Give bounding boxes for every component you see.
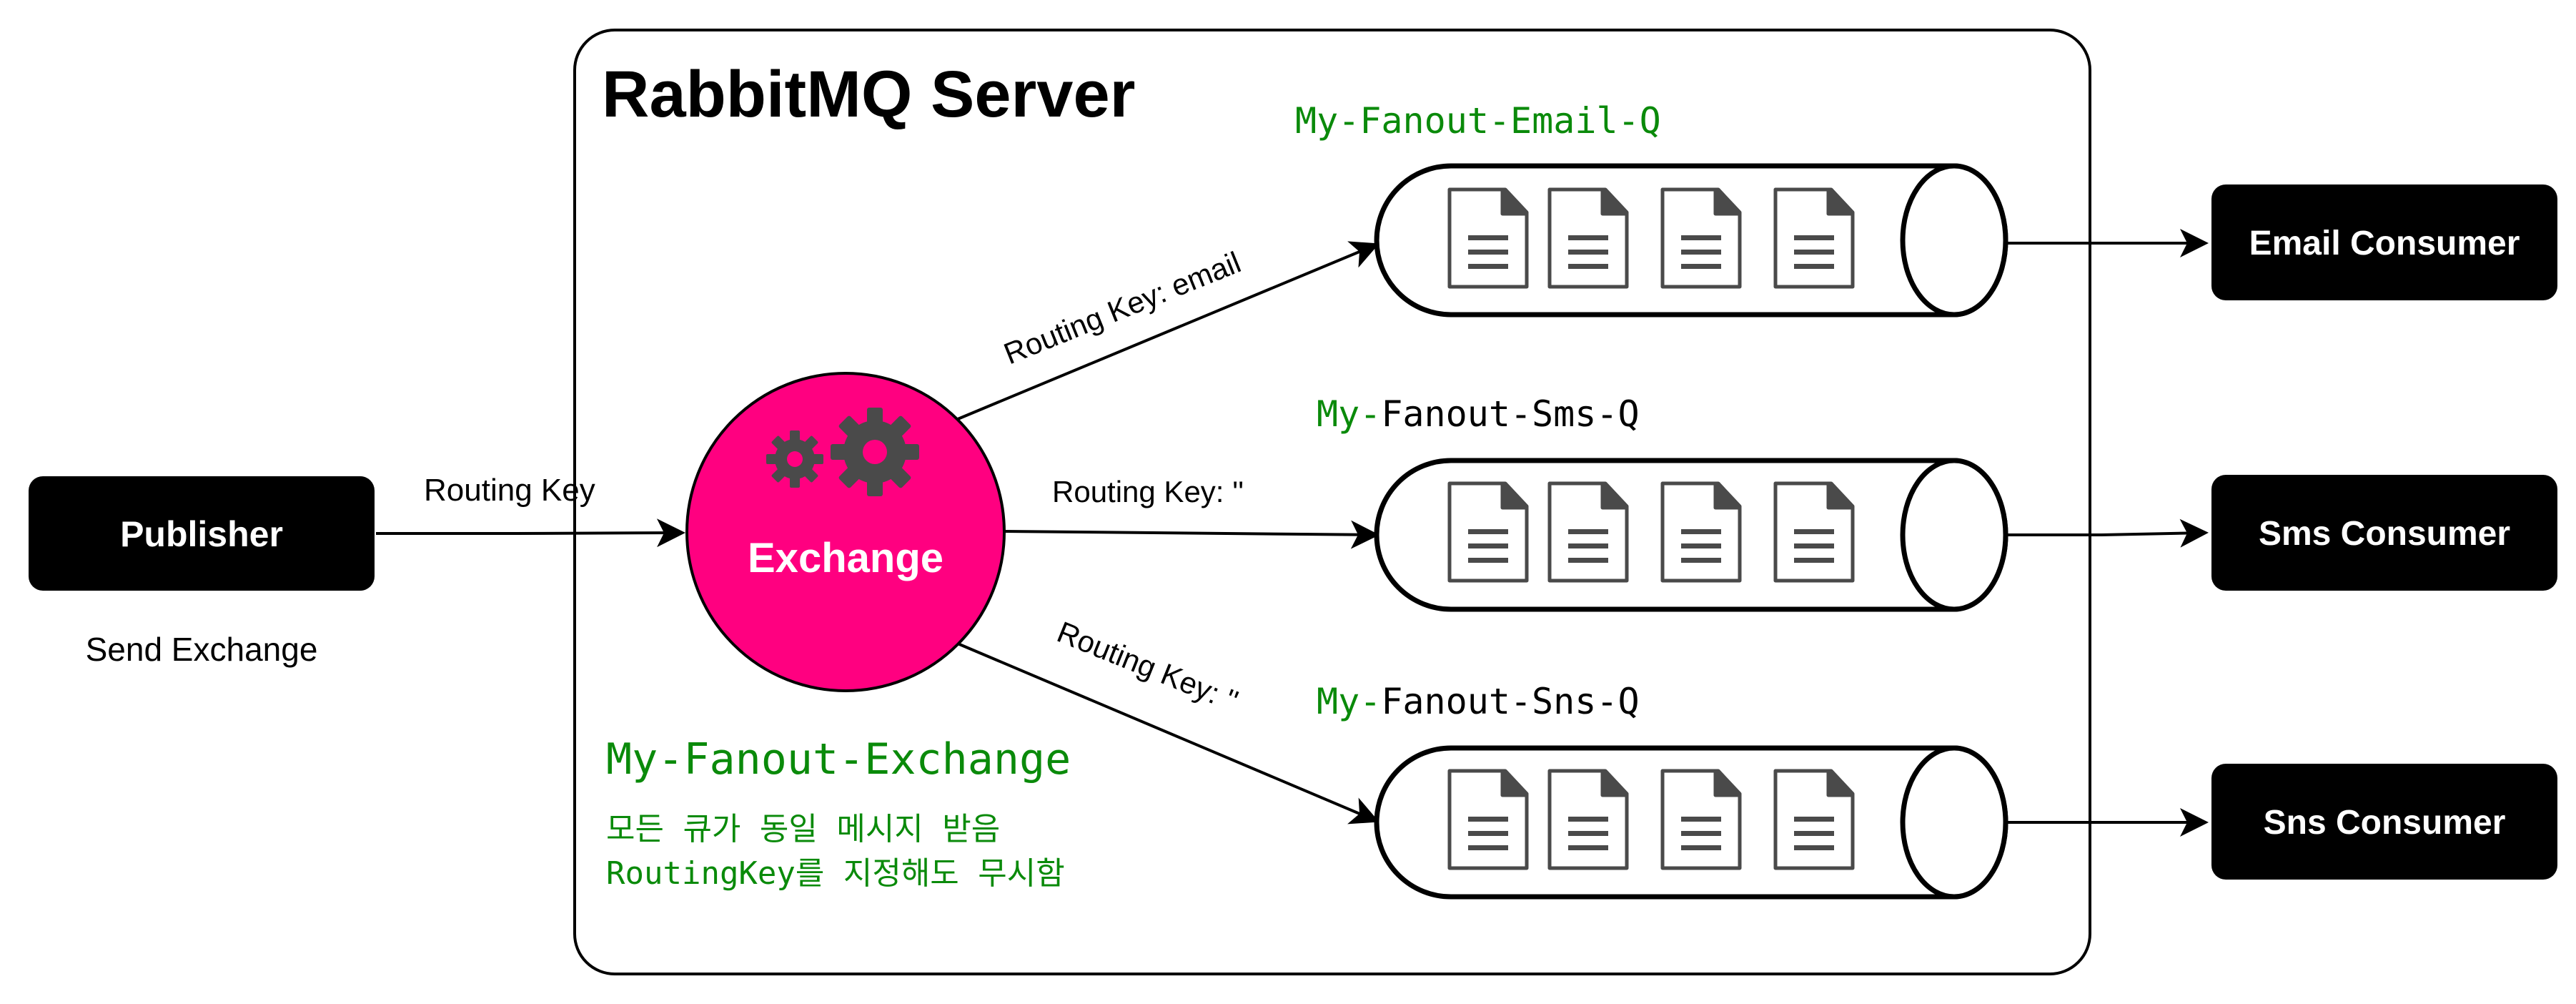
exchange-to-email-queue-arrow [957, 241, 1379, 420]
sns-queue[interactable] [1374, 745, 2008, 900]
email-queue[interactable] [1374, 163, 2008, 318]
exchange-note-1: 모든 큐가 동일 메시지 받음 [606, 811, 1000, 847]
sns-consumer-label: Sns Consumer [2264, 804, 2506, 842]
exchange-to-sns-queue-arrow [957, 642, 1379, 825]
exchange-to-sms-queue-arrow [1003, 520, 1379, 549]
exchange-label: Exchange [748, 535, 943, 581]
publisher-routing-label: Routing Key [424, 473, 595, 508]
sms-queue-name: My-Fanout-Sms-Q [1317, 393, 1640, 435]
server-title: RabbitMQ Server [602, 58, 1135, 131]
sms-queue-to-consumer-arrow [2006, 518, 2209, 548]
publisher-label: Publisher [120, 514, 283, 554]
sms-consumer-box[interactable] [2211, 475, 2557, 591]
email-consumer-box[interactable] [2211, 184, 2557, 300]
sms-consumer-label: Sms Consumer [2259, 515, 2510, 553]
publisher-box[interactable] [29, 476, 375, 591]
gears-icon [766, 408, 919, 496]
exchange-note-2: RoutingKey를 지정해도 무시함 [606, 855, 1065, 892]
email-queue-name: My-Fanout-Email-Q [1295, 100, 1661, 142]
sns-queue-name: My-Fanout-Sns-Q [1317, 681, 1640, 722]
sms-routing-label: Routing Key: '' [1052, 475, 1244, 508]
sms-queue[interactable] [1374, 458, 2008, 612]
exchange-name: My-Fanout-Exchange [606, 734, 1071, 784]
sns-consumer-box[interactable] [2211, 764, 2557, 880]
publisher-caption: Send Exchange [86, 631, 318, 668]
email-consumer-label: Email Consumer [2249, 225, 2520, 262]
